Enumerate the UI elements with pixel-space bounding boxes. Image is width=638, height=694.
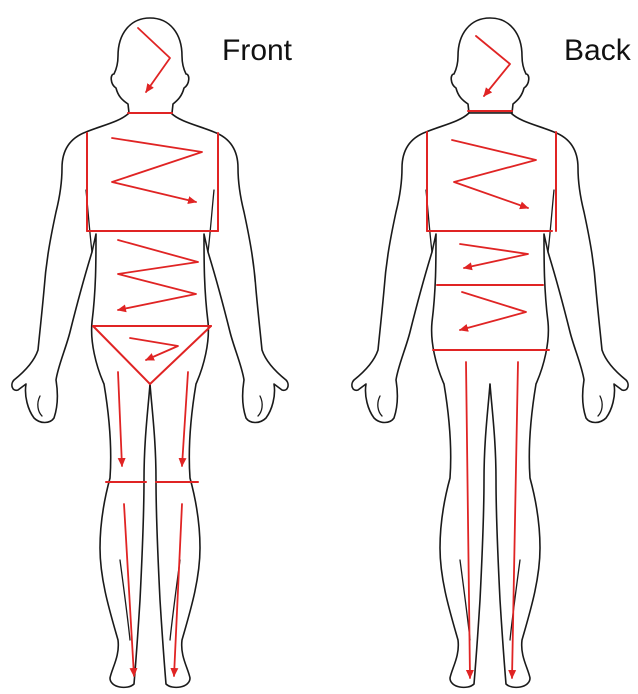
front-label: Front	[222, 34, 293, 67]
front-view: Front	[12, 18, 293, 687]
back-label: Back	[564, 34, 632, 67]
front-body-outline	[12, 18, 288, 687]
back-body-outline	[352, 18, 628, 687]
back-view: Back	[352, 18, 632, 687]
